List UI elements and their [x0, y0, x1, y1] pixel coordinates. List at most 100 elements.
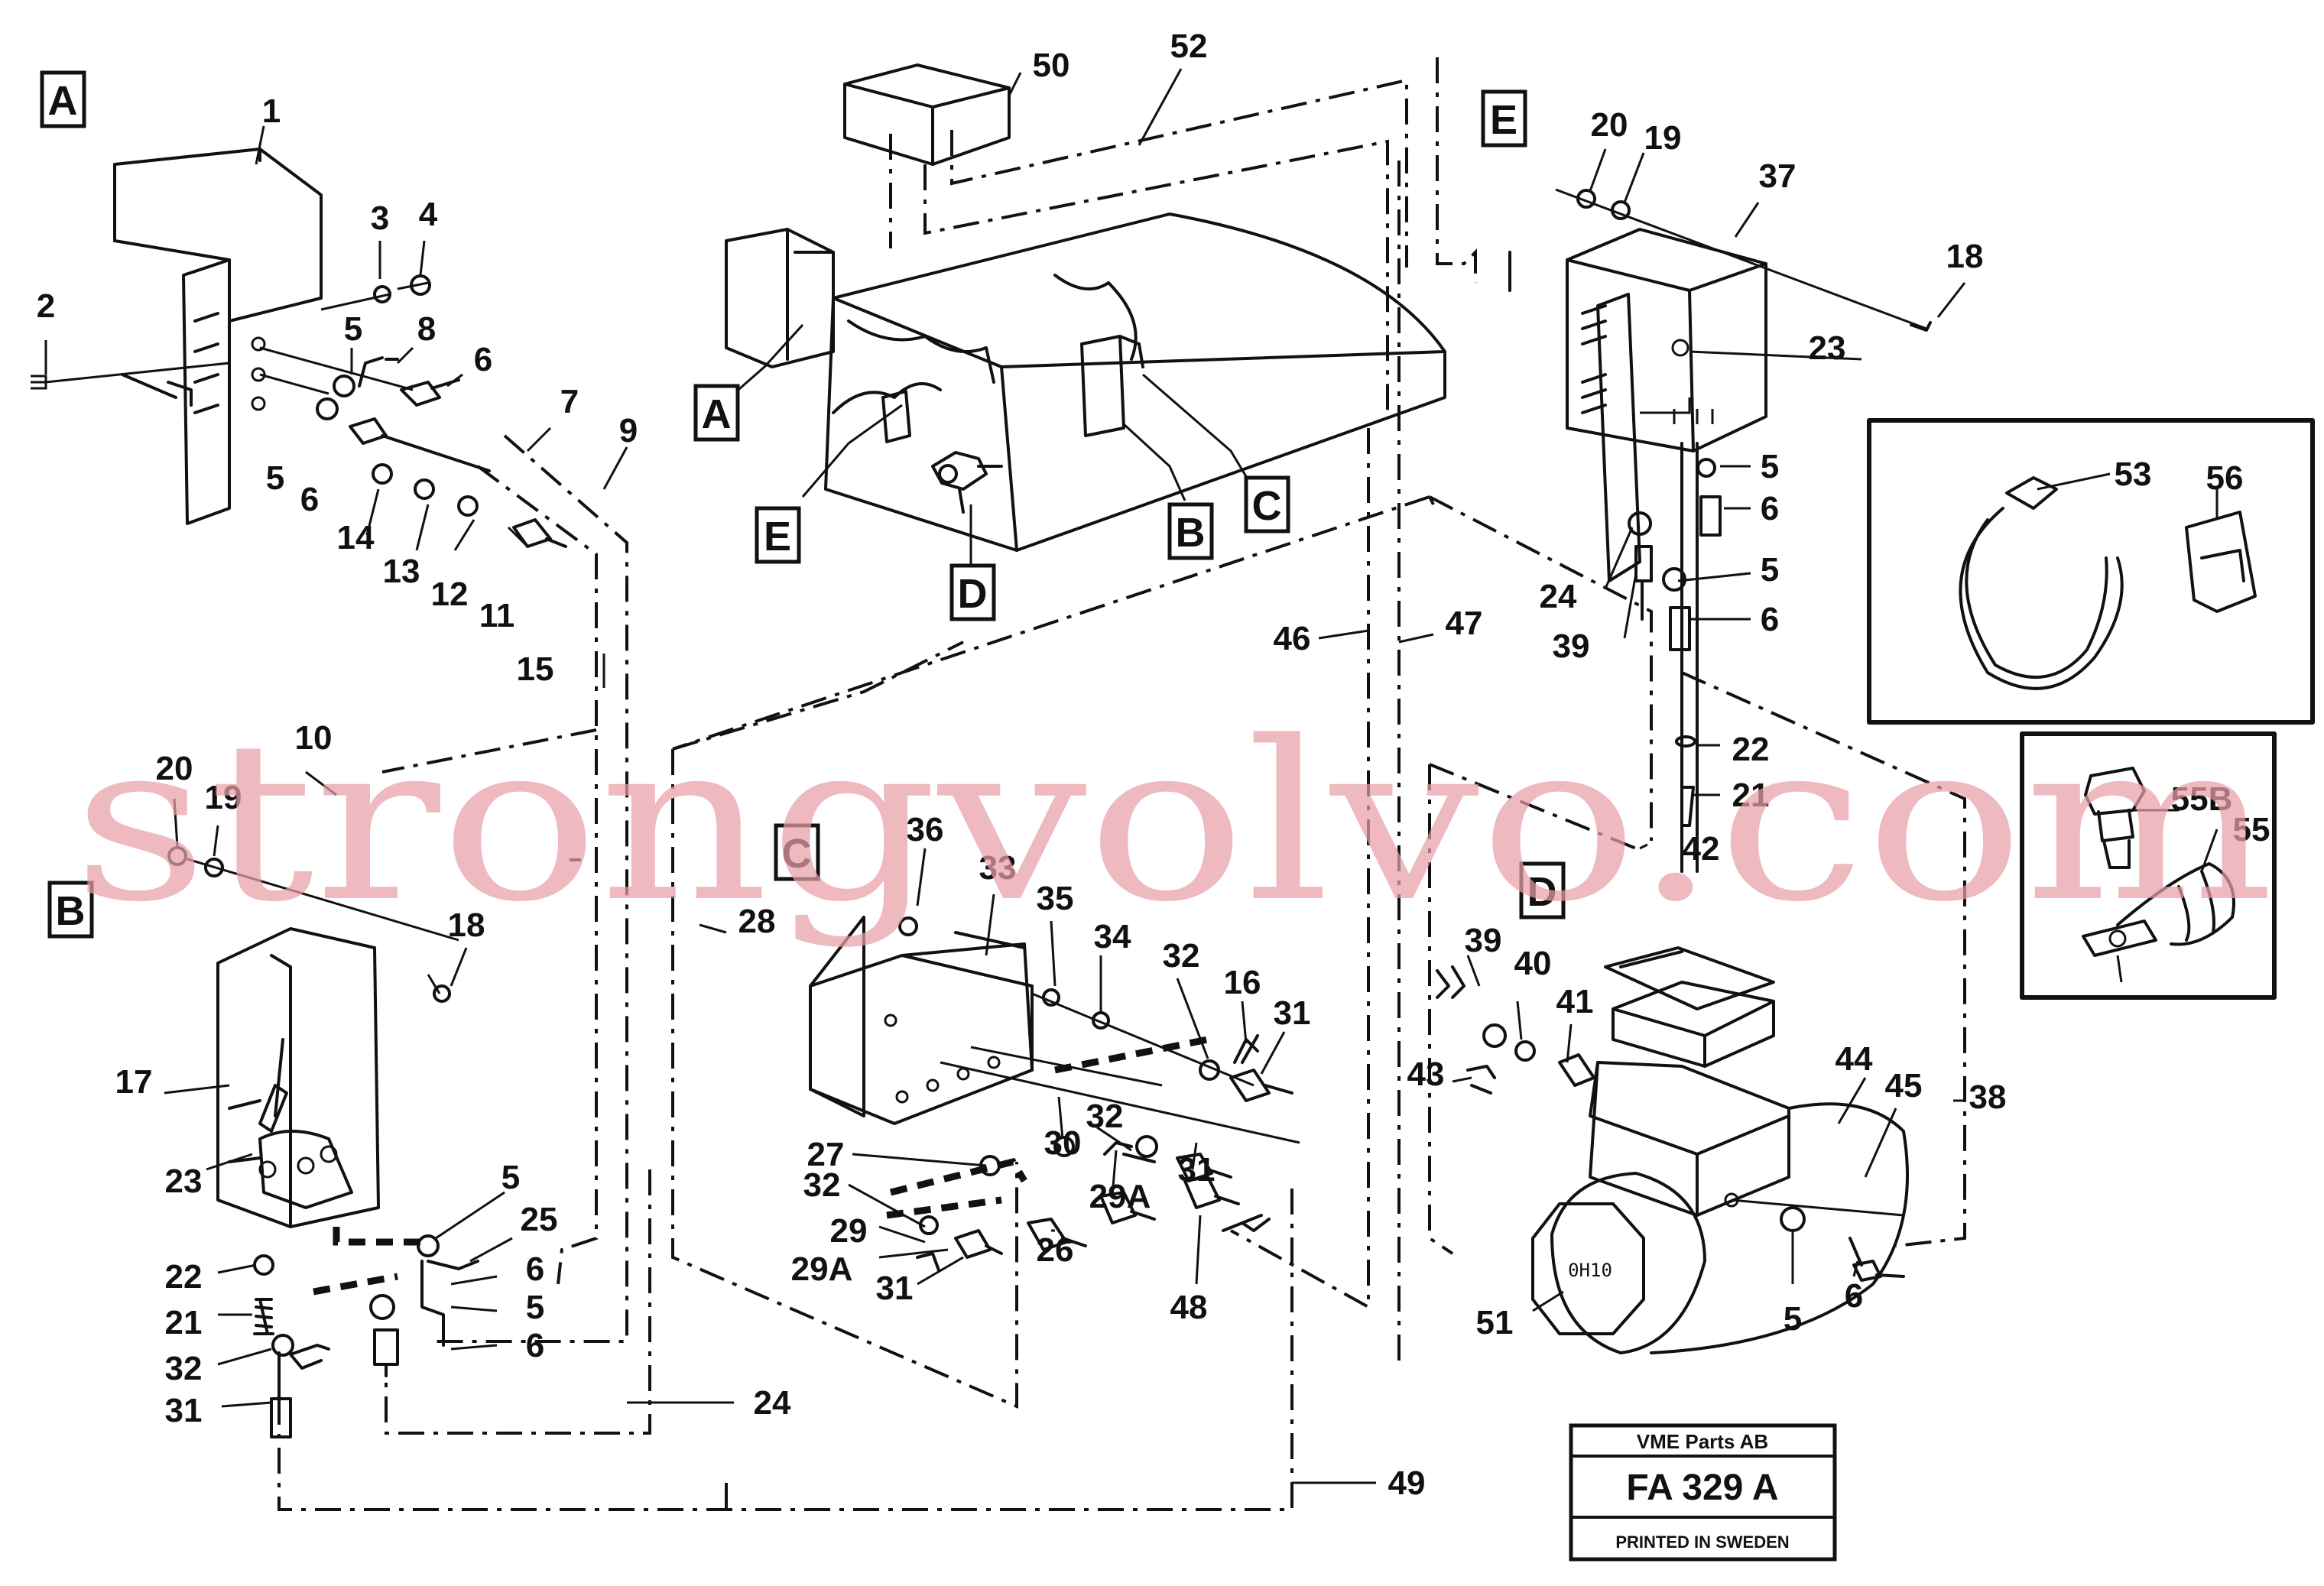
section-letter-b: B [56, 888, 86, 934]
inset-cable-tie [1867, 418, 2315, 725]
callout-40-d: 39 [1465, 922, 1502, 959]
callout-31: 30 [1044, 1124, 1082, 1162]
callout-36: 35 [1037, 880, 1074, 917]
callout-5-e2: 5 [1761, 551, 1779, 589]
section-letter-c: C [782, 831, 812, 877]
callout-2: 2 [37, 287, 55, 325]
section-letter-c-2: C [1252, 483, 1282, 529]
title-stamp: VME Parts AB FA 329 A PRINTED IN SWEDEN [1569, 1423, 1837, 1562]
section-letter-a-2: A [702, 391, 732, 437]
callout-47: 46 [1274, 620, 1311, 657]
callout-20-b: 20 [156, 750, 193, 787]
callout-27: 27 [807, 1136, 845, 1173]
callout-52: 51 [1476, 1304, 1514, 1341]
section-label-c-corner: C [774, 823, 820, 881]
callout-30: 29A [1089, 1178, 1151, 1215]
callout-33-c3: 32 [803, 1166, 841, 1204]
callout-8: 8 [417, 310, 436, 348]
callout-33-c1: 32 [1163, 937, 1200, 975]
callout-10: 10 [295, 719, 333, 757]
junction-box-e [1555, 188, 1932, 873]
callout-32-c1: 31 [1274, 994, 1311, 1032]
stamp-code: FA 329 A [1626, 1468, 1778, 1508]
callout-6-top: 6 [474, 341, 492, 378]
callout-19-b: 19 [205, 779, 242, 816]
callout-6-b1: 6 [526, 1250, 544, 1288]
callout-38: 37 [1759, 157, 1797, 195]
callout-32-c3: 31 [876, 1270, 914, 1307]
component-51 [843, 63, 1011, 166]
section-letter-e: E [1490, 97, 1517, 143]
watermark: strongvolvo.com [73, 695, 2274, 951]
callout-35: 34 [1094, 918, 1131, 955]
callout-22-b: 22 [165, 1258, 203, 1296]
callout-29A: 29A [791, 1250, 853, 1288]
callout-6-e2: 6 [1761, 601, 1779, 638]
callout-6-e1: 6 [1761, 490, 1779, 527]
section-letter-labels: A A B B C C D D E E [40, 70, 1566, 939]
section-label-b-panel: B [1167, 502, 1214, 560]
callout-48: 47 [1446, 605, 1483, 642]
callout-23-e: 23 [1809, 329, 1846, 367]
callout-55: 55 [2233, 811, 2270, 848]
callout-5-a: 5 [266, 459, 284, 497]
control-panel [725, 212, 1446, 552]
component-d-motor [1436, 965, 1909, 1354]
callout-37: 36 [907, 811, 944, 848]
motor-nameplate: 0H10 [1568, 1260, 1612, 1281]
callout-45: 44 [1836, 1040, 1873, 1078]
callout-24-e: 24 [1540, 578, 1577, 615]
leader-lines [44, 68, 2219, 1484]
callout-6-d: 6 [1845, 1277, 1863, 1315]
callout-3: 3 [371, 199, 389, 237]
callout-13: 13 [383, 553, 420, 590]
callout-42: 41 [1556, 983, 1594, 1020]
callout-16: 16 [1224, 964, 1261, 1001]
callout-44: 43 [1407, 1056, 1445, 1093]
callout-18-e: 18 [1946, 238, 1984, 275]
callout-34: 33 [979, 849, 1017, 887]
callout-33-b: 32 [165, 1350, 203, 1387]
wiring-harness [278, 57, 1966, 1511]
callout-15: 15 [517, 650, 554, 688]
part-number-callouts: 1 2 3 4 5 8 6 7 9 5 6 14 13 12 11 15 10 … [37, 28, 2270, 1502]
callout-5-b1: 5 [501, 1159, 520, 1196]
callout-5-top: 5 [344, 310, 362, 348]
callout-11: 11 [479, 597, 515, 634]
callout-14: 14 [337, 519, 375, 556]
callout-20-e: 20 [1591, 106, 1628, 144]
callout-29: 29 [830, 1212, 868, 1250]
junction-box-a [31, 148, 567, 548]
callout-53: 52 [1170, 28, 1208, 65]
callout-46: 45 [1885, 1067, 1923, 1104]
section-letter-e-2: E [764, 514, 791, 559]
callout-7: 7 [560, 383, 579, 420]
callout-5-e1: 5 [1761, 448, 1779, 485]
callout-56: 56 [2206, 459, 2244, 497]
callout-43: 42 [1683, 830, 1720, 868]
section-label-c-panel: C [1244, 475, 1290, 534]
callout-39: 38 [1969, 1078, 2007, 1116]
callout-1: 1 [262, 92, 281, 130]
junction-box-b [167, 846, 479, 1438]
callout-40-e: 39 [1553, 628, 1590, 665]
callout-22-e: 22 [1732, 731, 1770, 768]
callout-4: 4 [419, 196, 438, 233]
inset-clamp [2020, 731, 2277, 1000]
section-label-d-corner: D [1519, 861, 1566, 919]
callout-21-e: 21 [1732, 777, 1770, 814]
callout-55B: 55B [2171, 780, 2233, 818]
callout-9: 9 [619, 412, 638, 449]
callout-32-c2: 31 [1178, 1151, 1216, 1189]
callout-26: 26 [1037, 1231, 1074, 1269]
callout-33-c2: 32 [1086, 1098, 1124, 1135]
section-label-e-panel: E [755, 506, 801, 564]
callout-24-b: 24 [754, 1384, 791, 1422]
callout-49: 48 [1170, 1289, 1208, 1326]
stamp-printed: PRINTED IN SWEDEN [1615, 1532, 1789, 1552]
section-letter-d: D [1527, 869, 1557, 915]
callout-23-b: 23 [165, 1163, 203, 1200]
section-label-e-corner: E [1481, 89, 1527, 148]
callout-21-b: 21 [165, 1304, 203, 1341]
